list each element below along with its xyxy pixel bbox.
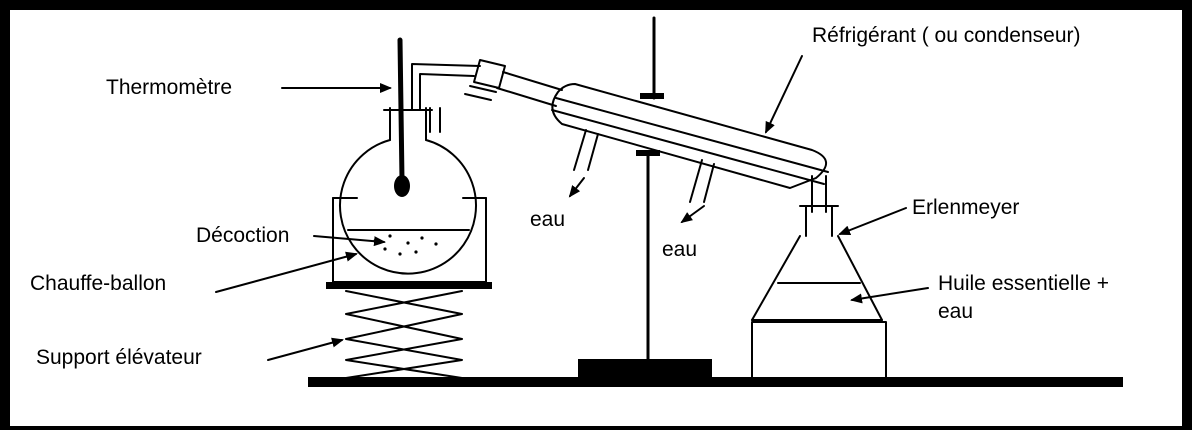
- decoction-particles: [373, 234, 438, 256]
- label-refrigerant: Réfrigérant ( ou condenseur): [812, 24, 1081, 47]
- label-eau-outlet: eau: [662, 238, 698, 261]
- label-thermometre: Thermomètre: [106, 76, 233, 99]
- lab-stand: [578, 16, 712, 379]
- arrow-eau-2: [680, 205, 705, 224]
- erlenmeyer-flask: [751, 205, 883, 321]
- arrow-refrigerant: [765, 55, 803, 134]
- label-erlenmeyer: Erlenmeyer: [912, 196, 1020, 219]
- condenser: [551, 83, 829, 213]
- bench: [308, 377, 1123, 387]
- arrow-eau-1: [568, 177, 585, 198]
- arrow-decoction: [313, 235, 386, 247]
- label-arrows: [215, 55, 929, 361]
- heating-mantle: [332, 197, 487, 283]
- label-eau-inlet: eau: [530, 208, 566, 231]
- label-huile-line2: eau: [938, 300, 974, 323]
- vapor-tube: [411, 59, 563, 111]
- arrow-huile: [850, 287, 929, 304]
- arrow-support: [267, 337, 344, 361]
- flask-stand-box: [751, 321, 887, 379]
- arrow-chauffe-ballon: [215, 251, 358, 293]
- arrow-erlenmeyer: [838, 207, 907, 235]
- label-chauffe-ballon: Chauffe-ballon: [30, 272, 167, 295]
- thermometer: [394, 37, 410, 197]
- label-decoction: Décoction: [196, 224, 290, 247]
- lab-jack: [326, 282, 492, 379]
- label-support-elevateur: Support élévateur: [36, 346, 202, 369]
- round-bottom-flask: [339, 107, 477, 275]
- label-huile-line1: Huile essentielle +: [938, 272, 1110, 295]
